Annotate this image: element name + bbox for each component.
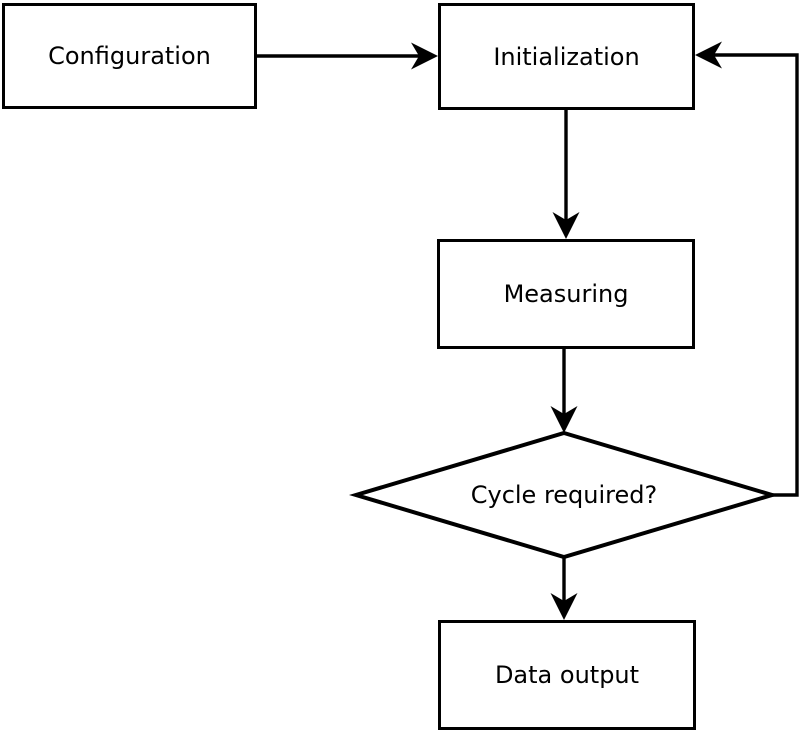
node-measuring: Measuring (437, 239, 695, 349)
arrowhead-into-initialization-right (695, 41, 722, 69)
node-configuration: Configuration (2, 3, 257, 109)
arrowhead-into-initialization-left (411, 42, 438, 70)
node-data-output: Data output (438, 620, 696, 730)
arrowhead-into-data-output-top (550, 593, 578, 620)
node-initialization-label: Initialization (493, 42, 640, 71)
edge-cycle-required-to-initialization-feedback (705, 53, 799, 497)
node-cycle-required-label-text: Cycle required? (470, 481, 658, 509)
node-configuration-label: Configuration (48, 42, 211, 70)
node-measuring-label: Measuring (503, 280, 629, 308)
node-data-output-label: Data output (494, 661, 640, 689)
arrowhead-into-measuring-top (552, 212, 580, 239)
node-initialization: Initialization (438, 3, 695, 110)
arrowhead-into-diamond-top (550, 406, 578, 433)
node-cycle-required-label: Cycle required? (414, 475, 714, 515)
